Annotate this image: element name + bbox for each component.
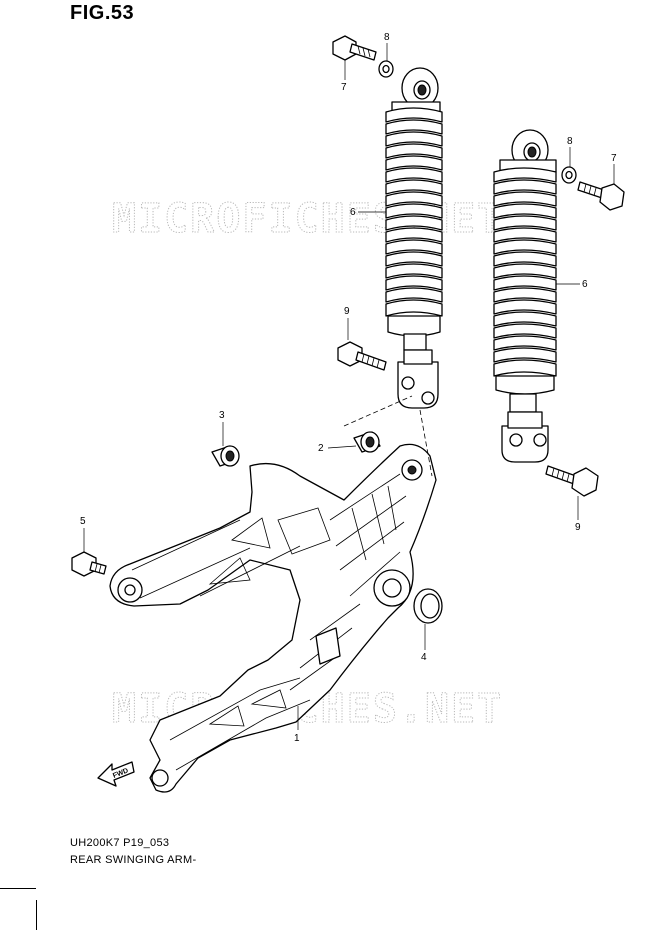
oil-seal-4 bbox=[413, 588, 443, 624]
shock-absorber-right bbox=[493, 129, 557, 463]
callout-7-top-right: 7 bbox=[611, 153, 617, 164]
callout-2: 2 bbox=[318, 443, 324, 454]
diagram-name: REAR SWINGING ARM- bbox=[70, 854, 197, 866]
callout-8-top-right: 8 bbox=[567, 136, 573, 147]
callout-4: 4 bbox=[421, 652, 427, 663]
callout-6-left: 6 bbox=[350, 207, 356, 218]
callout-5: 5 bbox=[80, 516, 86, 527]
callout-9-left: 9 bbox=[344, 306, 350, 317]
bolt-5 bbox=[71, 551, 107, 577]
washer-top-left bbox=[378, 60, 394, 78]
bolt-lower-left bbox=[337, 341, 387, 371]
assembly-line-shock bbox=[419, 409, 433, 477]
assembly-line-bushing bbox=[343, 395, 413, 427]
callout-1: 1 bbox=[294, 733, 300, 744]
forward-arrow: FWD bbox=[97, 761, 135, 787]
callout-9-right: 9 bbox=[575, 522, 581, 533]
callout-3: 3 bbox=[219, 410, 225, 421]
callout-8-top-left: 8 bbox=[384, 32, 390, 43]
watermark-top: MICROFICHES.NET bbox=[112, 196, 503, 242]
page-corner-mark bbox=[0, 888, 36, 889]
bolt-top-right bbox=[577, 181, 625, 211]
bushing-3 bbox=[211, 445, 240, 467]
swing-arm bbox=[109, 443, 437, 793]
diagram-code: UH200K7 P19_053 bbox=[70, 837, 170, 849]
washer-top-right bbox=[561, 166, 577, 184]
bolt-lower-right bbox=[545, 465, 599, 497]
callout-7-top-left: 7 bbox=[341, 82, 347, 93]
callout-6-right: 6 bbox=[582, 279, 588, 290]
page-corner-mark-vertical bbox=[36, 900, 37, 930]
bolt-top-left bbox=[332, 35, 377, 61]
figure-title: FIG.53 bbox=[70, 2, 135, 24]
shock-absorber-left bbox=[385, 67, 443, 409]
bushing-2 bbox=[353, 431, 381, 453]
